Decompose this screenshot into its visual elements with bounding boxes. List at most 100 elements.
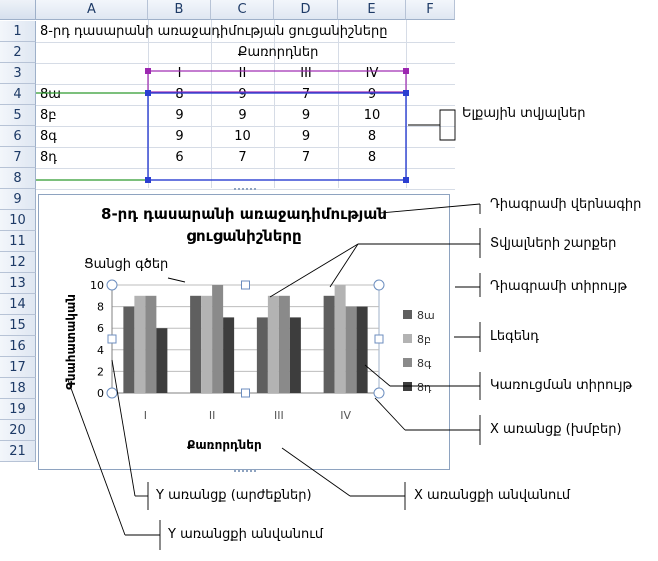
- chart-resize-handle-bottom[interactable]: [234, 470, 256, 476]
- bar-8ա-I[interactable]: [123, 306, 135, 393]
- row-header-6[interactable]: 6: [0, 126, 36, 147]
- value-cell[interactable]: 8: [367, 150, 377, 165]
- bar-8բ-IV[interactable]: [334, 285, 346, 393]
- value-cell[interactable]: 10: [234, 129, 251, 144]
- row-header-5[interactable]: 5: [0, 105, 36, 126]
- row-header-12[interactable]: 12: [0, 252, 36, 273]
- annotation-plot-area: Կառուցման տիրույթ: [490, 378, 633, 393]
- legend-entry[interactable]: 8բ: [417, 333, 431, 346]
- chart-area[interactable]: 8-րդ դասարանի առաջադիմության ցուցանիշներ…: [38, 194, 450, 470]
- row-header-16[interactable]: 16: [0, 336, 36, 357]
- range-handle[interactable]: [403, 177, 409, 183]
- legend-entry[interactable]: 8գ: [417, 357, 432, 370]
- row-header-18[interactable]: 18: [0, 378, 36, 399]
- plot-resize-handle[interactable]: [241, 388, 250, 398]
- x-tick-label: IV: [340, 409, 351, 422]
- value-cell[interactable]: 7: [301, 87, 311, 102]
- chart-title-line1[interactable]: 8-րդ դասարանի առաջադիմության: [101, 205, 387, 223]
- chart-title-line2[interactable]: ցուցանիշները: [186, 227, 302, 245]
- value-cell[interactable]: 9: [301, 108, 311, 123]
- value-cell[interactable]: 7: [301, 150, 311, 165]
- bar-8դ-I[interactable]: [156, 328, 168, 393]
- value-cell[interactable]: 9: [175, 108, 184, 123]
- plot-resize-handle[interactable]: [106, 279, 118, 291]
- range-handle[interactable]: [145, 68, 151, 74]
- plot-resize-handle[interactable]: [374, 334, 384, 344]
- range-handle[interactable]: [145, 177, 151, 183]
- quarters-header-cell[interactable]: Քառորդներ: [237, 45, 319, 60]
- row-header-21[interactable]: 21: [0, 441, 36, 462]
- row-header-20[interactable]: 20: [0, 420, 36, 441]
- legend-entry[interactable]: 8ա: [417, 309, 435, 322]
- quarter-header-4[interactable]: IV: [365, 66, 379, 81]
- value-cell[interactable]: 9: [175, 129, 184, 144]
- bracket-source-data: [408, 109, 456, 141]
- value-cell[interactable]: 8: [367, 129, 377, 144]
- bar-8ա-III[interactable]: [256, 317, 268, 393]
- column-header-f[interactable]: F: [406, 0, 455, 20]
- quarter-header-3[interactable]: III: [300, 66, 312, 81]
- row-header-1[interactable]: 1: [0, 21, 36, 42]
- column-header-c[interactable]: C: [211, 0, 274, 20]
- column-header-d[interactable]: D: [274, 0, 338, 20]
- row-header-2[interactable]: 2: [0, 42, 36, 63]
- column-header-b[interactable]: B: [148, 0, 211, 20]
- bar-8դ-II[interactable]: [223, 317, 235, 393]
- plot-resize-handle[interactable]: [107, 334, 117, 344]
- class-cell-4[interactable]: 8դ: [40, 150, 57, 165]
- row-header-10[interactable]: 10: [0, 210, 36, 231]
- bar-8գ-IV[interactable]: [345, 306, 357, 393]
- bar-8բ-III[interactable]: [267, 295, 279, 393]
- row-header-9[interactable]: 9: [0, 189, 36, 210]
- row-header-15[interactable]: 15: [0, 315, 36, 336]
- row-header-13[interactable]: 13: [0, 273, 36, 294]
- column-header-a[interactable]: A: [36, 0, 148, 20]
- value-cell[interactable]: 7: [238, 150, 247, 165]
- column-header-e[interactable]: E: [338, 0, 406, 20]
- class-cell-1[interactable]: 8ա: [40, 87, 61, 102]
- value-cell[interactable]: 10: [363, 108, 381, 123]
- bar-8դ-IV[interactable]: [356, 306, 368, 393]
- plot-resize-handle[interactable]: [241, 280, 250, 290]
- value-cell[interactable]: 8: [175, 87, 184, 102]
- range-handle[interactable]: [145, 90, 151, 96]
- bar-8ա-IV[interactable]: [323, 295, 335, 393]
- plot-resize-handle[interactable]: [373, 279, 385, 291]
- row-header-7[interactable]: 7: [0, 147, 36, 168]
- legend-entry[interactable]: 8դ: [417, 381, 432, 394]
- sheet-title-cell[interactable]: 8-րդ դասարանի առաջադիմության ցուցանիշներ…: [40, 24, 388, 39]
- value-cell[interactable]: 9: [367, 87, 377, 102]
- chart-resize-handle-top[interactable]: [234, 188, 256, 194]
- bar-8գ-II[interactable]: [212, 285, 224, 393]
- row-header-4[interactable]: 4: [0, 84, 36, 105]
- select-all-corner[interactable]: [0, 0, 36, 20]
- sheet-gridline: [338, 20, 339, 188]
- quarter-header-1[interactable]: I: [177, 66, 182, 81]
- bar-8բ-II[interactable]: [201, 295, 213, 393]
- x-axis-title[interactable]: Քառորդներ: [187, 438, 262, 452]
- range-handle[interactable]: [403, 68, 409, 74]
- bar-8բ-I[interactable]: [134, 295, 146, 393]
- row-header-17[interactable]: 17: [0, 357, 36, 378]
- value-cell[interactable]: 9: [301, 129, 311, 144]
- plot-resize-handle[interactable]: [106, 387, 118, 399]
- bar-8ա-II[interactable]: [190, 295, 202, 393]
- plot-resize-handle[interactable]: [373, 387, 385, 399]
- annotation-chart-title: Դիագրամի վերնագիր: [490, 197, 642, 212]
- row-header-11[interactable]: 11: [0, 231, 36, 252]
- bar-8դ-III[interactable]: [289, 317, 301, 393]
- value-cell[interactable]: 6: [175, 150, 184, 165]
- value-cell[interactable]: 9: [238, 87, 247, 102]
- class-cell-3[interactable]: 8գ: [40, 129, 57, 144]
- class-cell-2[interactable]: 8բ: [40, 108, 57, 123]
- bar-8գ-III[interactable]: [278, 295, 290, 393]
- quarter-header-2[interactable]: II: [238, 66, 247, 81]
- value-cell[interactable]: 9: [238, 108, 247, 123]
- row-header-3[interactable]: 3: [0, 63, 36, 84]
- row-header-14[interactable]: 14: [0, 294, 36, 315]
- row-header-8[interactable]: 8: [0, 168, 36, 189]
- range-handle[interactable]: [403, 90, 409, 96]
- bar-8գ-I[interactable]: [145, 295, 157, 393]
- row-header-19[interactable]: 19: [0, 399, 36, 420]
